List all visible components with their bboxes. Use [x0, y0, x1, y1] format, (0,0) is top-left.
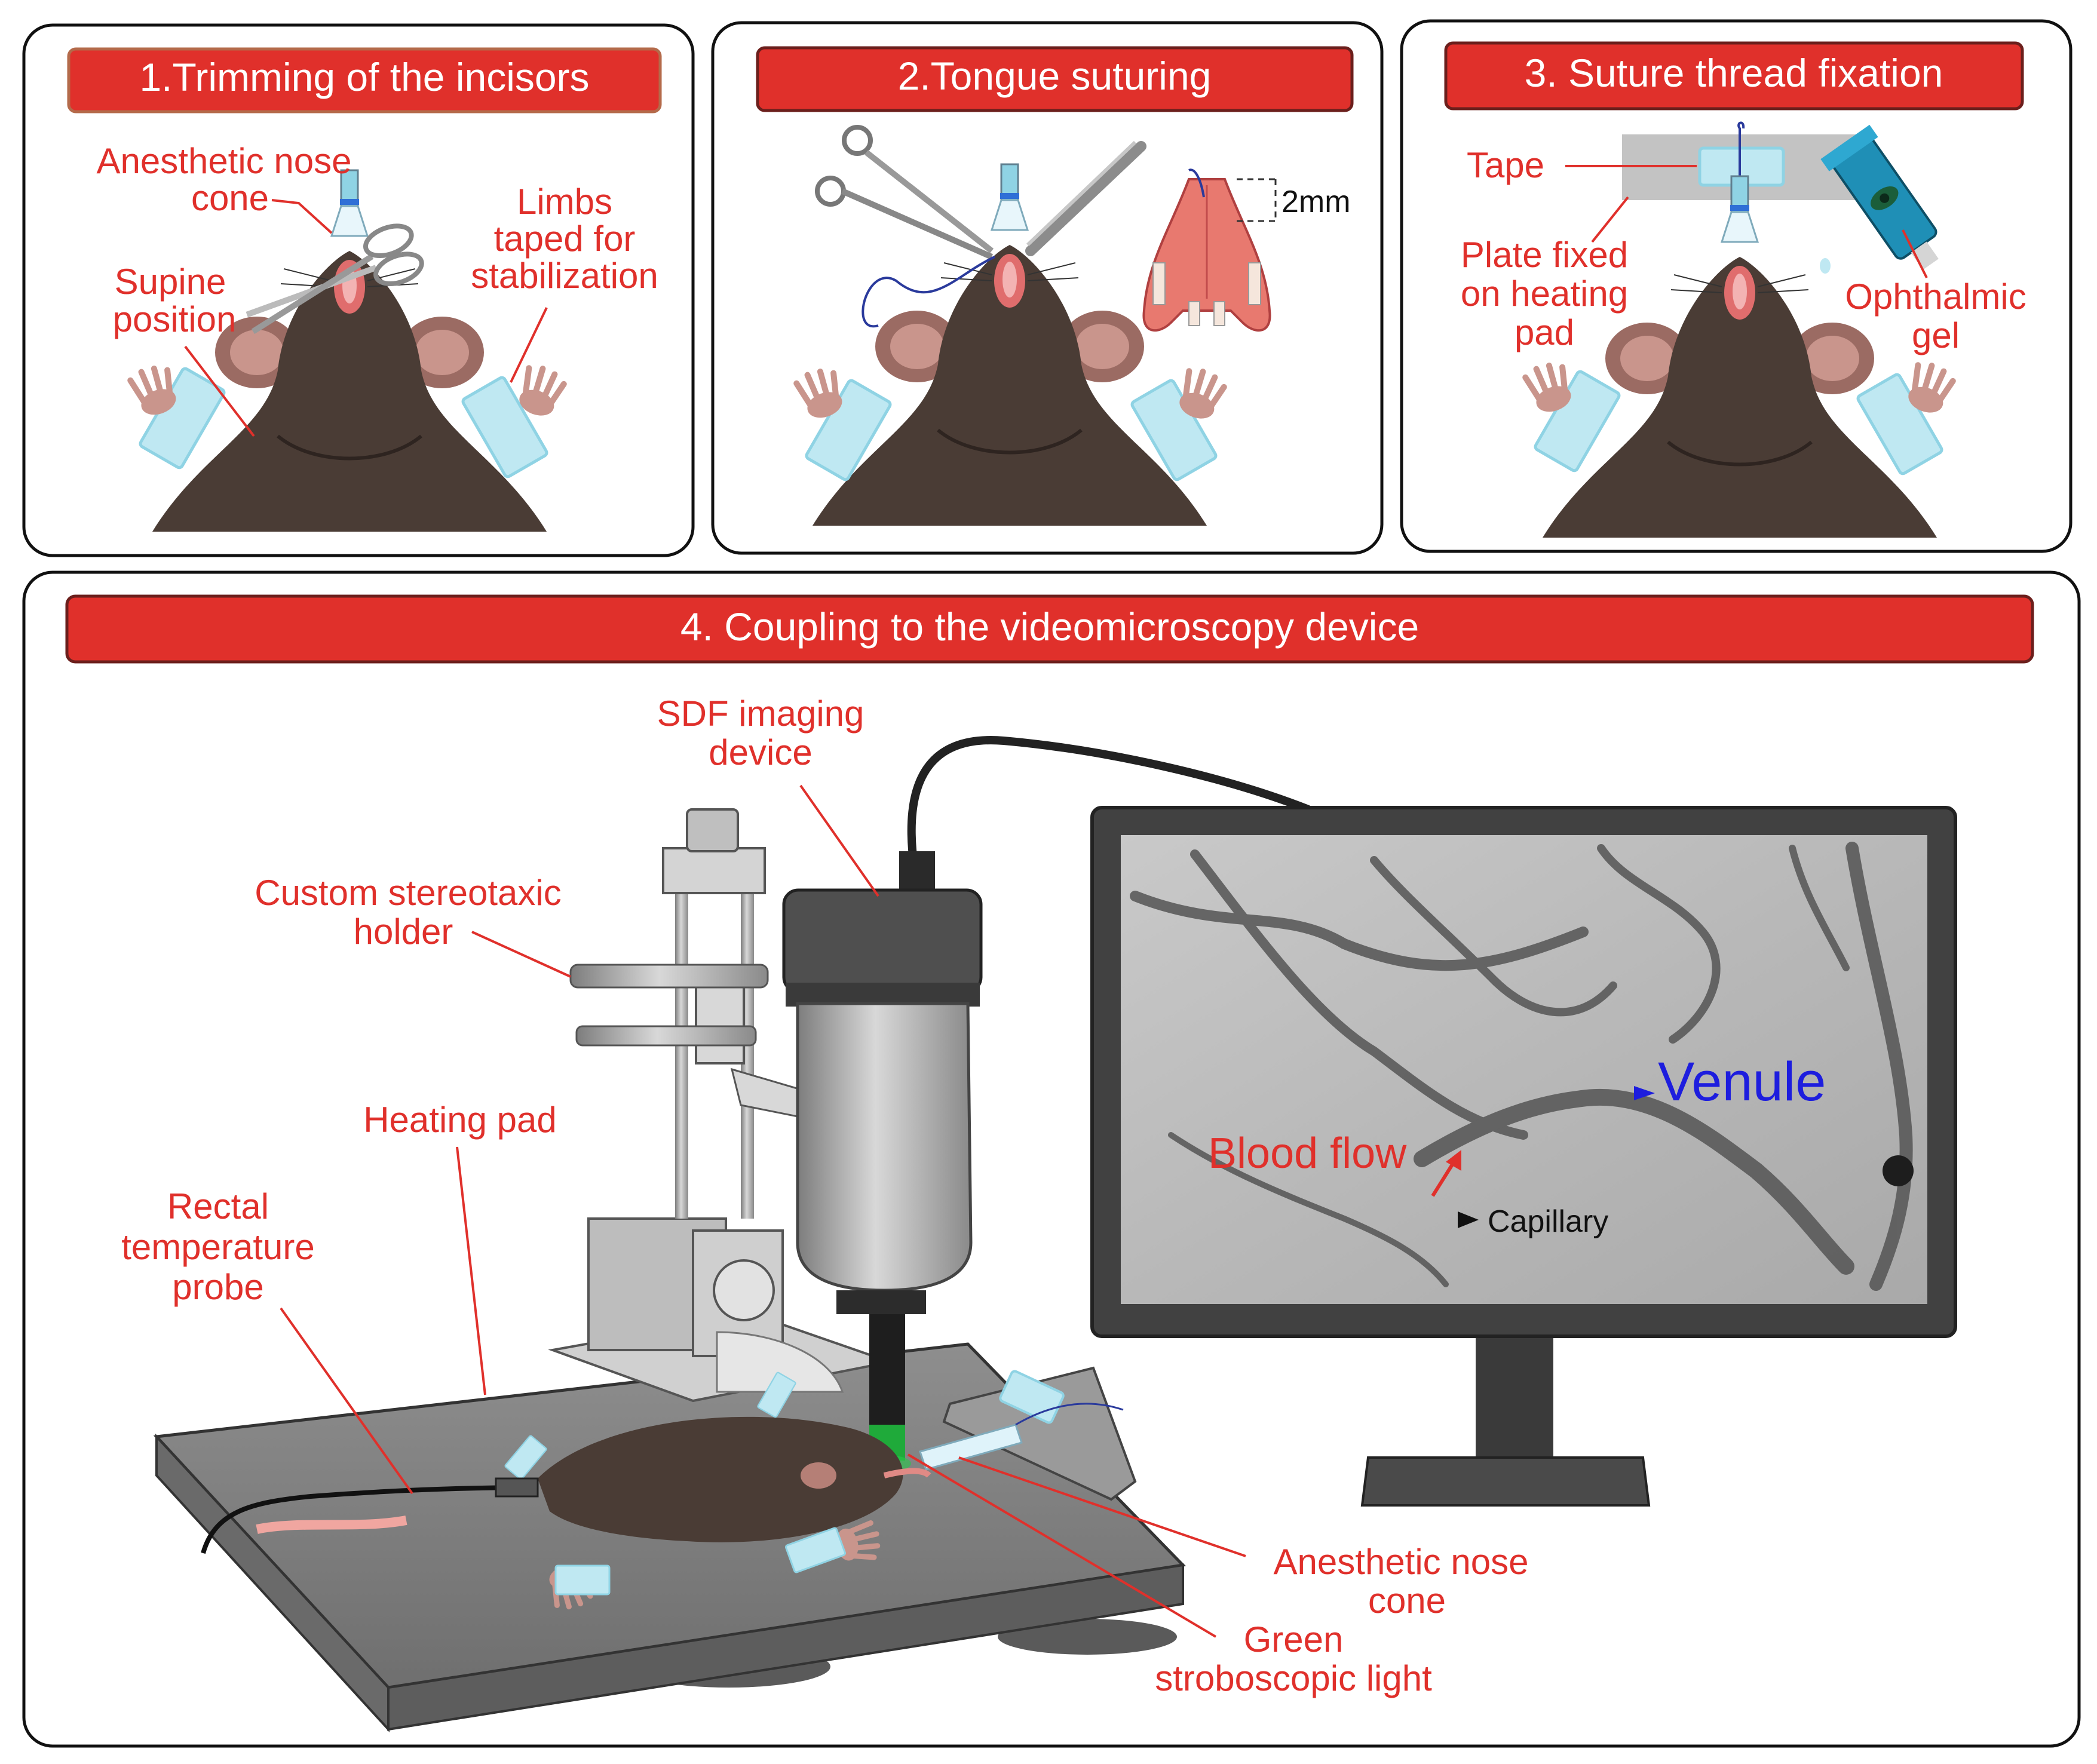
tongue-diagram: [1142, 168, 1271, 332]
leader-holder: [471, 931, 571, 978]
panel-3-banner: [1444, 41, 2024, 111]
leader-limbs-1: [510, 307, 548, 383]
label-probe-3: probe: [172, 1267, 263, 1307]
label-limbs-3: stabilization: [471, 256, 658, 296]
needle-holder-icon: [815, 125, 994, 260]
venule-arrow-icon: [1634, 1086, 1655, 1100]
panel-1-banner: [67, 47, 662, 113]
label-plate-3: pad: [1514, 312, 1574, 352]
leader-nose-cone-1: [271, 199, 333, 234]
label-green-2: stroboscopic light: [1155, 1658, 1432, 1698]
panel-3-title: 3. Suture thread fixation: [1525, 51, 1943, 95]
label-blood-flow: Blood flow: [1208, 1130, 1407, 1177]
leader-plate: [1591, 196, 1629, 243]
mouse-illustration-1: [152, 169, 547, 532]
label-sdf-2: device: [709, 732, 812, 772]
panel-4-banner: [65, 594, 2034, 664]
leader-probe: [280, 1307, 413, 1495]
suture-thread: [862, 256, 995, 328]
label-plate-2: on heating: [1461, 274, 1628, 314]
label-venule: Venule: [1658, 1051, 1826, 1112]
label-probe-2: temperature: [121, 1227, 315, 1267]
panel-2: 2.Tongue suturing: [711, 21, 1384, 555]
label-limbs-1: Limbs: [517, 182, 612, 222]
panel-4: 4. Coupling to the videomicroscopy devic…: [22, 570, 2081, 1748]
panel-1: 1.Trimming of the incisors Anesthetic no…: [22, 23, 695, 557]
panel-2-banner: [756, 46, 1354, 112]
label-capillary: Capillary: [1488, 1204, 1608, 1239]
label-plate-1: Plate fixed: [1461, 235, 1628, 275]
leader-supine-1: [184, 345, 255, 437]
monitor: Venule Blood flow Capillary: [1090, 806, 1957, 1507]
label-sdf-1: SDF imaging: [657, 694, 864, 734]
capillary-arrow-icon: [1458, 1211, 1479, 1228]
label-2mm: 2mm: [1282, 185, 1351, 219]
suture-thread-fixed: [1737, 121, 1745, 206]
label-anesthetic-nose-cone-1a: Anesthetic nose: [97, 141, 352, 181]
label-tape: Tape: [1467, 145, 1544, 185]
label-nose-cone-4b: cone: [1368, 1581, 1446, 1621]
label-supine-1: Supine: [115, 262, 226, 302]
temperature-probe-cable: [201, 1485, 538, 1554]
scissors-icon: [246, 223, 424, 335]
label-anesthetic-nose-cone-1b: cone: [191, 178, 269, 218]
panel-2-title: 2.Tongue suturing: [898, 54, 1212, 98]
leader-green: [907, 1453, 1217, 1638]
label-holder-1: Custom stereotaxic: [255, 873, 562, 913]
leader-nose-cone-4: [958, 1456, 1246, 1557]
leader-gel: [1902, 229, 1928, 278]
label-gel-1: Ophthalmic: [1845, 277, 2026, 317]
temperature-probe-connector: [495, 1477, 539, 1498]
label-heating-pad: Heating pad: [363, 1100, 557, 1140]
vessel-dark-spot: [1883, 1155, 1914, 1186]
label-probe-1: Rectal: [167, 1186, 269, 1226]
label-green-1: Green: [1244, 1619, 1344, 1659]
device-cable: [907, 736, 1310, 867]
microscopy-image: [1121, 835, 1927, 1304]
label-gel-2: gel: [1912, 315, 1960, 355]
gel-drop: [1820, 258, 1831, 274]
leader-heating-pad: [456, 1146, 486, 1395]
mouse-on-pad: [256, 1371, 931, 1612]
leader-sdf: [799, 784, 879, 897]
label-limbs-2: taped for: [494, 219, 636, 259]
label-nose-cone-4a: Anesthetic nose: [1274, 1542, 1529, 1582]
ophthalmic-gel-tube-icon: [1820, 124, 1939, 270]
forceps-icon: [1025, 140, 1146, 256]
panel-1-title: 1.Trimming of the incisors: [139, 55, 589, 99]
sdf-imaging-device: [782, 851, 983, 1472]
panel-4-title: 4. Coupling to the videomicroscopy devic…: [680, 605, 1419, 649]
label-holder-2: holder: [354, 912, 453, 952]
stereotaxic-holder: [548, 808, 895, 1403]
panel-3: 3. Suture thread fixation Tape Plate fix…: [1400, 19, 2073, 553]
label-supine-2: position: [113, 299, 237, 339]
